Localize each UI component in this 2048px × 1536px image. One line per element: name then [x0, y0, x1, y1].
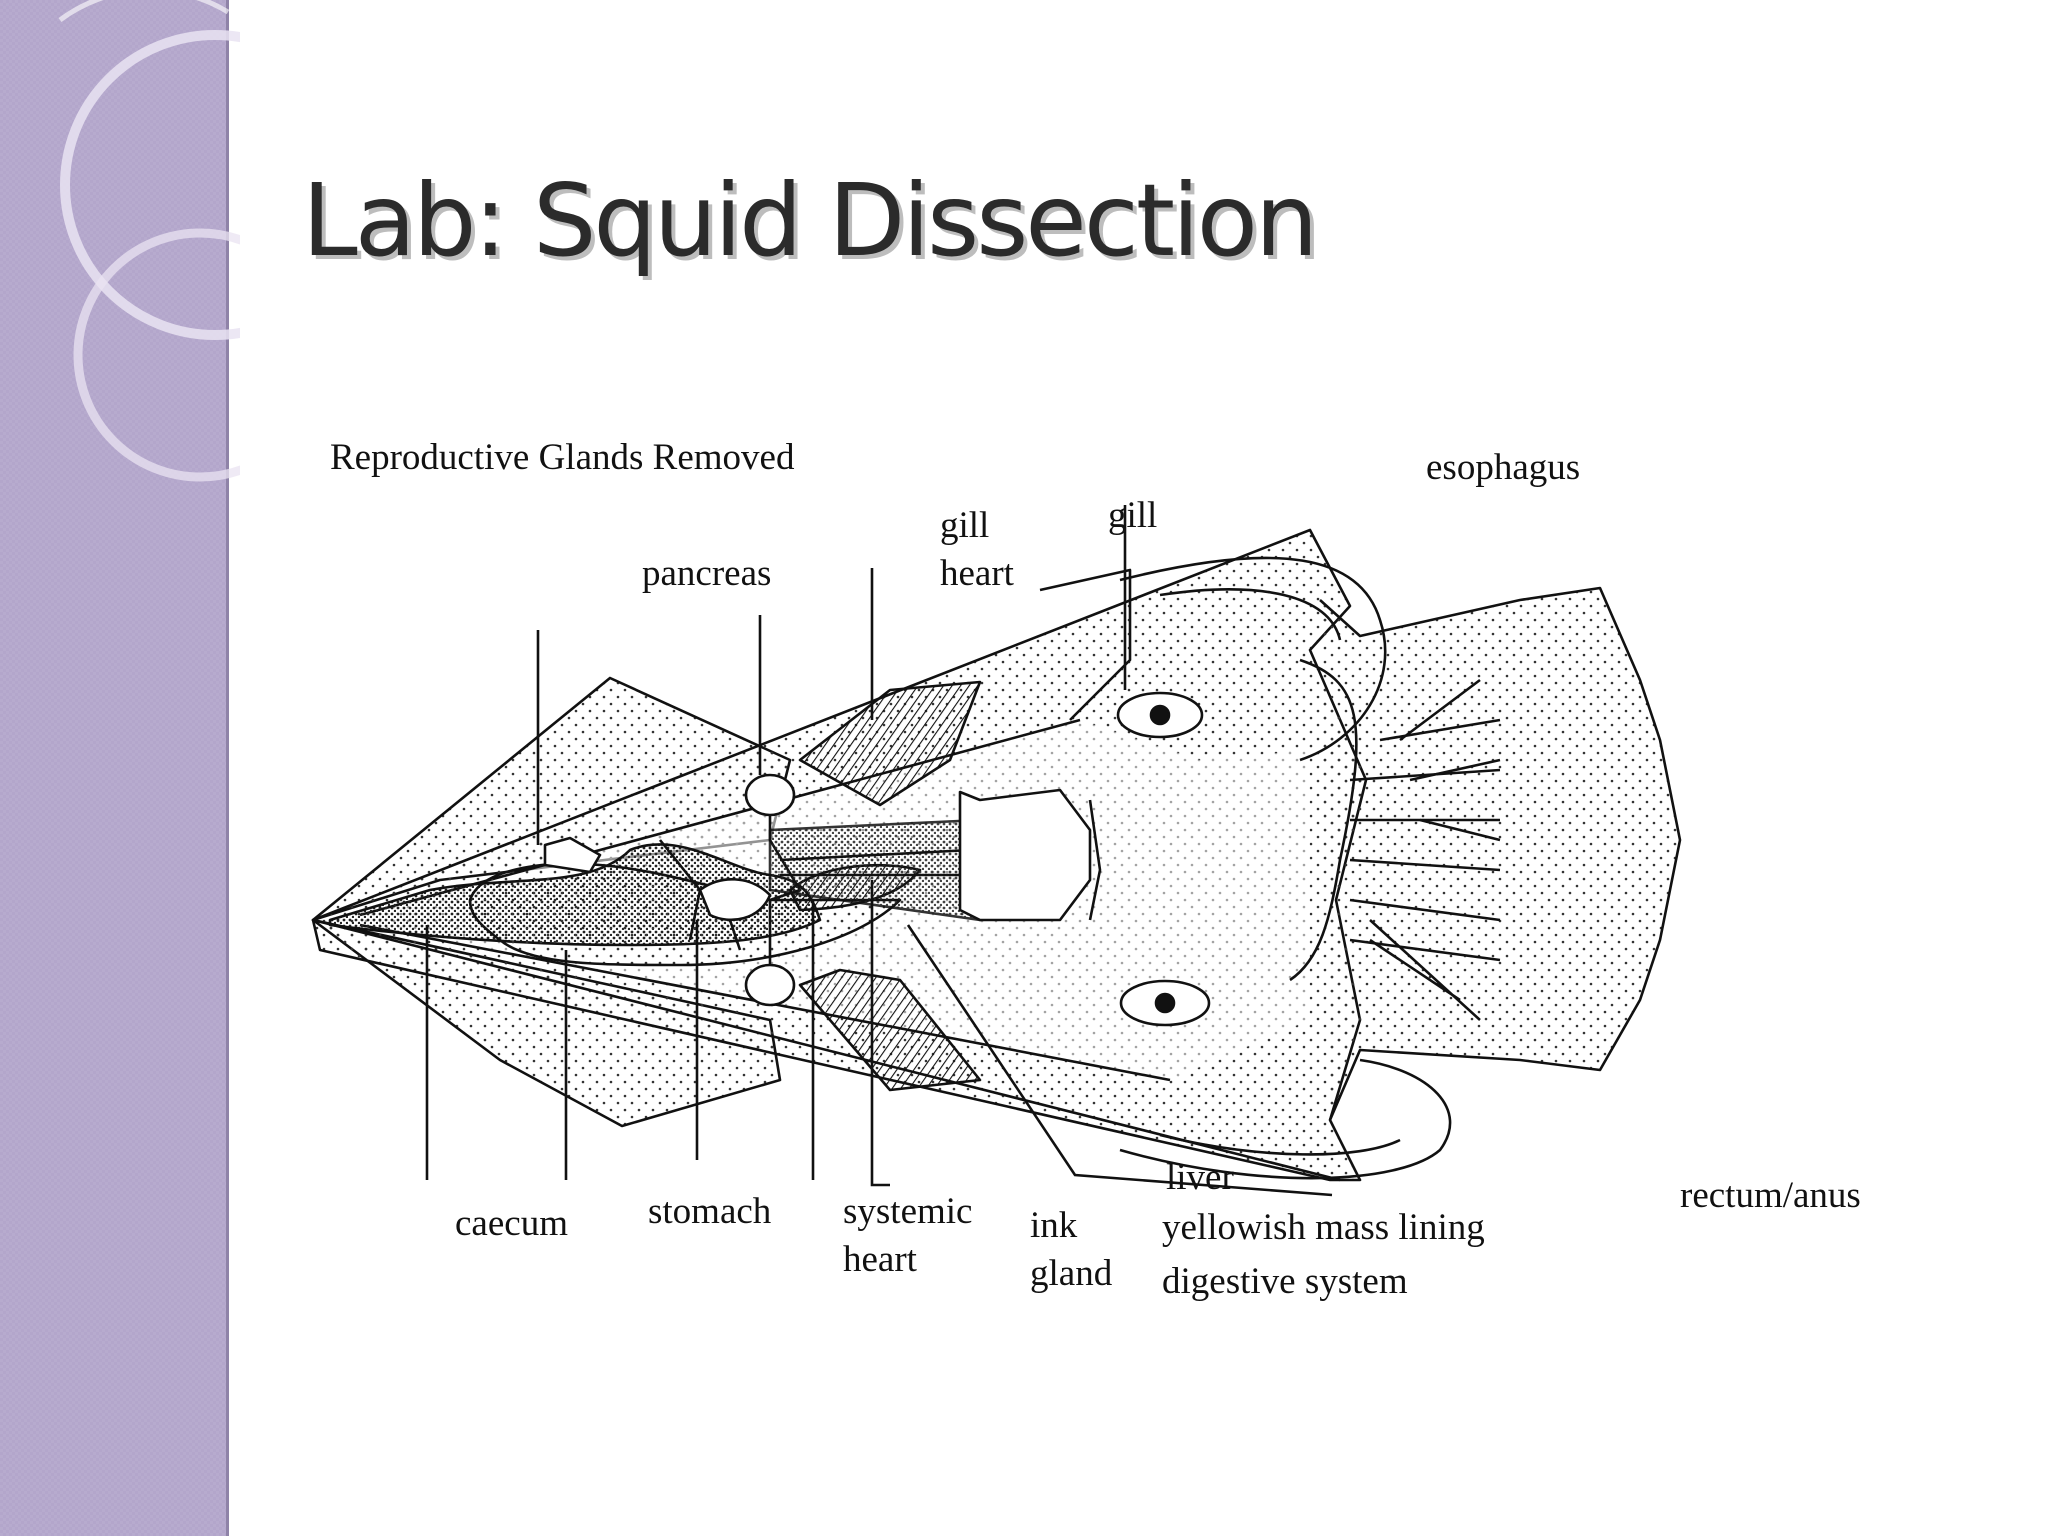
tentacle-upper — [1119, 556, 1387, 762]
label-gill: gill — [1108, 495, 1158, 536]
pupil-lower — [1154, 992, 1176, 1014]
pupil-upper — [1149, 704, 1171, 726]
gill-heart-upper — [744, 773, 796, 817]
gill-heart-lower — [744, 963, 796, 1007]
gill-lower — [798, 968, 982, 1092]
label-liver-line1: liver — [1166, 1157, 1234, 1198]
label-gill-heart-line2: heart — [940, 553, 1014, 594]
label-ink-gland-line1: ink — [1030, 1205, 1078, 1246]
label-systemic-heart-line1: systemic — [843, 1191, 973, 1232]
label-caecum: caecum — [455, 1203, 568, 1244]
slide-title: Lab: Squid Dissection — [302, 162, 1318, 279]
squid-drawing — [311, 505, 1682, 1197]
squid-dissection-diagram: Reproductive Glands Removed esophagus gi… — [300, 420, 2000, 1320]
leader-rectum — [906, 924, 1333, 1197]
label-ink-gland-line2: gland — [1030, 1253, 1113, 1294]
label-rectum-anus: rectum/anus — [1680, 1175, 1861, 1216]
label-stomach: stomach — [648, 1191, 772, 1232]
gill-upper — [798, 680, 982, 807]
decorative-circles — [58, 0, 240, 482]
side-decoration-band — [0, 0, 228, 1536]
label-liver-line3: digestive system — [1162, 1261, 1408, 1302]
systemic-heart — [698, 878, 772, 922]
head — [1319, 586, 1682, 1121]
side-band-edge — [226, 0, 229, 1536]
esophagus-block — [958, 788, 1092, 922]
label-pancreas: pancreas — [642, 553, 772, 594]
leader-liver — [870, 880, 890, 1187]
pancreas — [543, 836, 602, 874]
label-liver-line2: yellowish mass lining — [1162, 1207, 1485, 1248]
label-gill-heart-line1: gill — [940, 505, 990, 546]
tentacle-lower — [1119, 1058, 1452, 1180]
label-esophagus: esophagus — [1426, 447, 1581, 488]
label-systemic-heart-line2: heart — [843, 1239, 917, 1280]
diagram-caption: Reproductive Glands Removed — [330, 437, 795, 478]
